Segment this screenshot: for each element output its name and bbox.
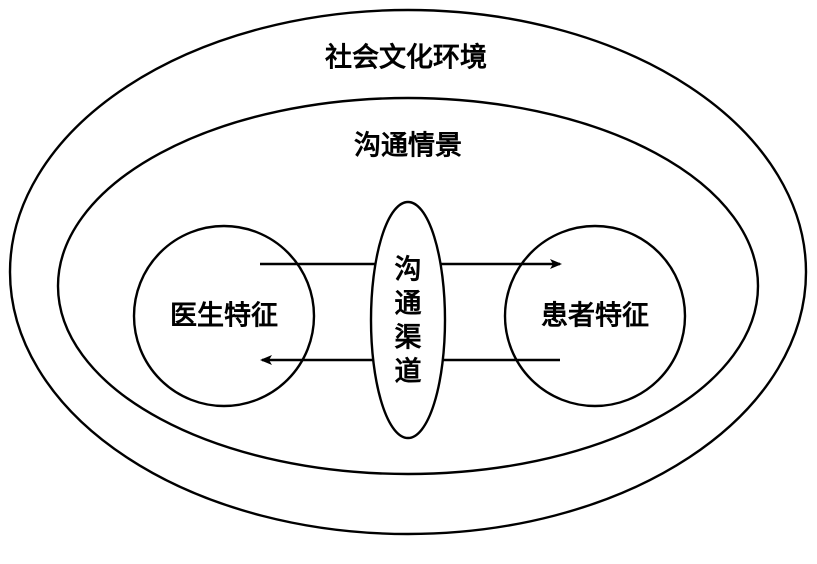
outer-ellipse-label: 社会文化环境 — [325, 42, 487, 74]
channel-char-1: 沟 — [395, 255, 422, 286]
channel-char-4: 道 — [395, 356, 422, 388]
inner-ellipse-communication-situation — [56, 96, 760, 476]
doctor-characteristics-label: 医生特征 — [170, 301, 278, 332]
inner-ellipse-label: 沟通情景 — [354, 131, 462, 162]
patient-characteristics-circle — [503, 224, 687, 408]
patient-characteristics-label: 患者特征 — [541, 301, 649, 332]
channel-char-2: 通 — [395, 289, 422, 320]
communication-channel-ellipse — [369, 200, 447, 440]
doctor-characteristics-circle — [132, 224, 316, 408]
channel-char-3: 渠 — [395, 323, 422, 354]
outer-ellipse-sociocultural-environment — [8, 8, 808, 536]
